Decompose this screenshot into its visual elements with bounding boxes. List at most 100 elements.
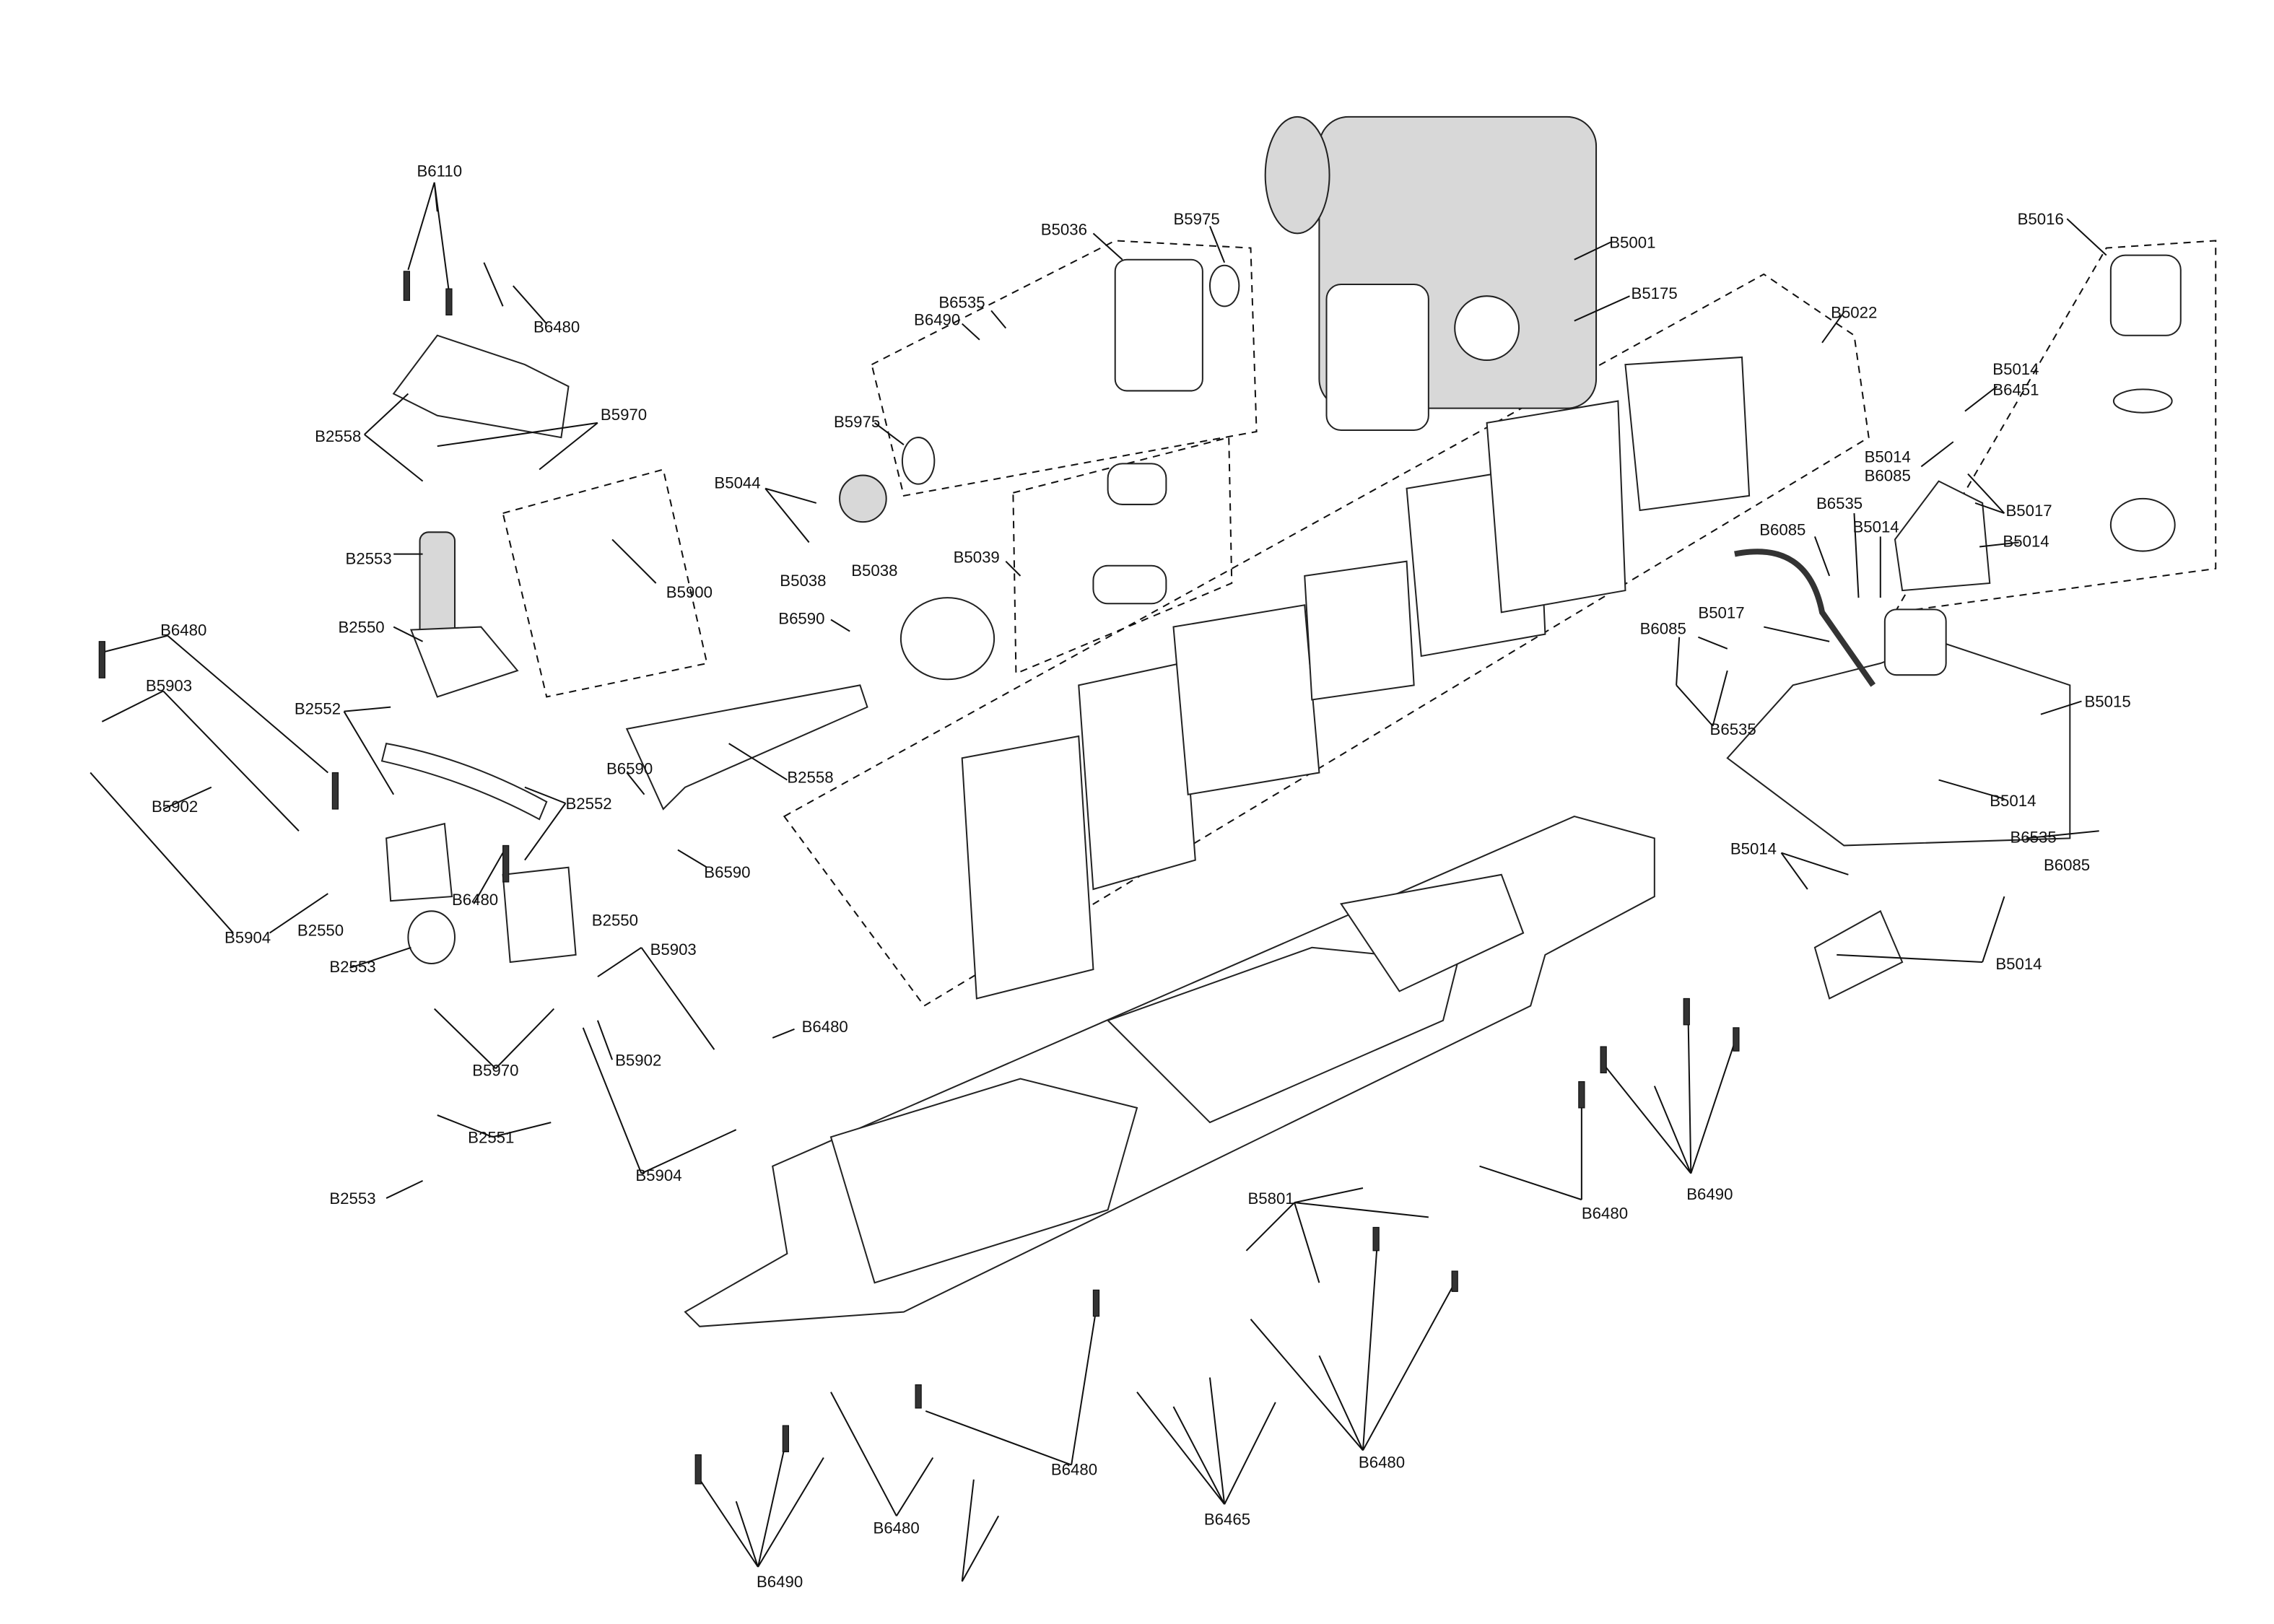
part-label: B6480 [1359, 1454, 1405, 1472]
part-label: B5022 [1831, 303, 1877, 321]
part-label: B2550 [338, 619, 384, 637]
screw-icon [1733, 1027, 1740, 1052]
part-labels: B6110 B6480 B2558 B5970 B2553 B5900 B255… [146, 162, 2131, 1592]
leader-line [1813, 385, 2019, 598]
part-label: B5014 [1992, 360, 2039, 378]
clutch-bell-housing [1114, 258, 1203, 392]
leader-line [393, 538, 657, 642]
parts [380, 115, 2182, 1327]
leader-line [364, 393, 598, 482]
leader-line [699, 1239, 1456, 1582]
leader-line [1245, 1187, 1429, 1283]
part-label: B6480 [1582, 1204, 1628, 1222]
part-label: B6535 [1816, 494, 1863, 512]
part-label: B5903 [146, 676, 192, 694]
screw-icon [445, 288, 453, 316]
fuel-tank [1726, 640, 2071, 847]
part-label: B5900 [666, 583, 713, 601]
part-label: B5014 [1852, 518, 1899, 536]
part-label: B5904 [225, 929, 271, 947]
part-label: B2553 [346, 550, 392, 568]
air-filter-lid [1624, 356, 1751, 512]
engine-crankcase [1325, 284, 1429, 431]
part-label: B6590 [606, 760, 653, 778]
part-label: B2552 [295, 700, 341, 718]
part-label: B5970 [472, 1061, 518, 1079]
fuel-cap-bottom [2109, 497, 2176, 552]
clutch-shoe [1107, 463, 1167, 505]
part-label: B5017 [2005, 502, 2052, 520]
part-label: B5014 [1995, 955, 2042, 973]
part-label: B6480 [452, 891, 498, 909]
chassis-cutout [829, 1078, 1138, 1284]
dashed-outline-steering-links [502, 468, 708, 698]
part-label: B2553 [329, 958, 375, 976]
leader-line [830, 1309, 1276, 1516]
leader-line [385, 1114, 552, 1200]
fuel-cap-seal [2112, 388, 2173, 414]
part-label: B5904 [635, 1166, 681, 1184]
part-label: B2550 [592, 912, 638, 930]
part-label: B5975 [834, 413, 880, 431]
chassis-cutout [1106, 946, 1459, 1124]
leader-line [764, 225, 1226, 632]
part-label: B5001 [1609, 234, 1655, 252]
muffler [1264, 115, 1330, 235]
air-filter-plate [961, 735, 1094, 1000]
brace [625, 684, 868, 811]
steering-bellcrank [385, 822, 453, 902]
screw-icon [502, 844, 510, 883]
screw-icon [1578, 1081, 1585, 1109]
part-label: B2553 [329, 1189, 375, 1208]
part-label: B5801 [1247, 1189, 1294, 1208]
leader-line [1676, 626, 2082, 727]
part-label: B5036 [1041, 220, 1087, 238]
screw-icon [1451, 1270, 1458, 1292]
part-label: B6085 [1865, 467, 1911, 485]
part-label: B2551 [468, 1128, 514, 1146]
chassis-cutout [1339, 873, 1525, 992]
part-label: B5975 [1173, 210, 1219, 228]
spring [407, 910, 456, 965]
fuel-tank-mount [1813, 909, 1904, 1000]
leader-line [1574, 218, 2107, 344]
part-label: B5970 [601, 406, 647, 424]
dashed-outline-clutch-bell [871, 240, 1258, 497]
part-label: B6480 [802, 1018, 848, 1036]
leader-line [1479, 1005, 1735, 1201]
part-label: B2558 [787, 769, 833, 787]
part-label: B6535 [2011, 828, 2057, 846]
screw-icon [1372, 1226, 1380, 1252]
leader-line [434, 946, 795, 1174]
part-label: B6590 [704, 863, 750, 881]
bearing [901, 437, 936, 485]
pinion-gear [839, 474, 887, 523]
fuel-line [1734, 549, 1876, 687]
fuel-tank-mount [1894, 480, 1991, 592]
part-label: B5044 [714, 474, 760, 492]
part-label: B6085 [1759, 520, 1805, 538]
part-label: B6085 [1640, 620, 1686, 638]
air-filter-plate [1078, 662, 1196, 891]
part-label: B6110 [417, 162, 462, 180]
screw-icon [1683, 997, 1690, 1026]
part-label: B6480 [160, 621, 206, 639]
steering-arm [409, 626, 519, 698]
part-label: B6465 [1204, 1510, 1250, 1528]
part-label: B5902 [615, 1051, 661, 1069]
bearing [1208, 264, 1240, 307]
fuel-tank-cap [1883, 608, 1947, 676]
steering-crank [392, 334, 570, 439]
part-label: B6490 [757, 1573, 803, 1591]
clutch-shoe [1092, 564, 1167, 605]
dashed-outline-fuel-cap [1894, 240, 2217, 614]
carburetor [1454, 295, 1520, 362]
steering-bellcrank [502, 866, 577, 964]
leader-line [90, 772, 567, 969]
leader-line [626, 743, 788, 868]
screw-icon [1600, 1046, 1607, 1074]
part-label: B5014 [1730, 840, 1777, 858]
group-outlines [502, 240, 2217, 1007]
screw-icon [403, 271, 411, 301]
fuel-cap-top [2109, 254, 2182, 336]
